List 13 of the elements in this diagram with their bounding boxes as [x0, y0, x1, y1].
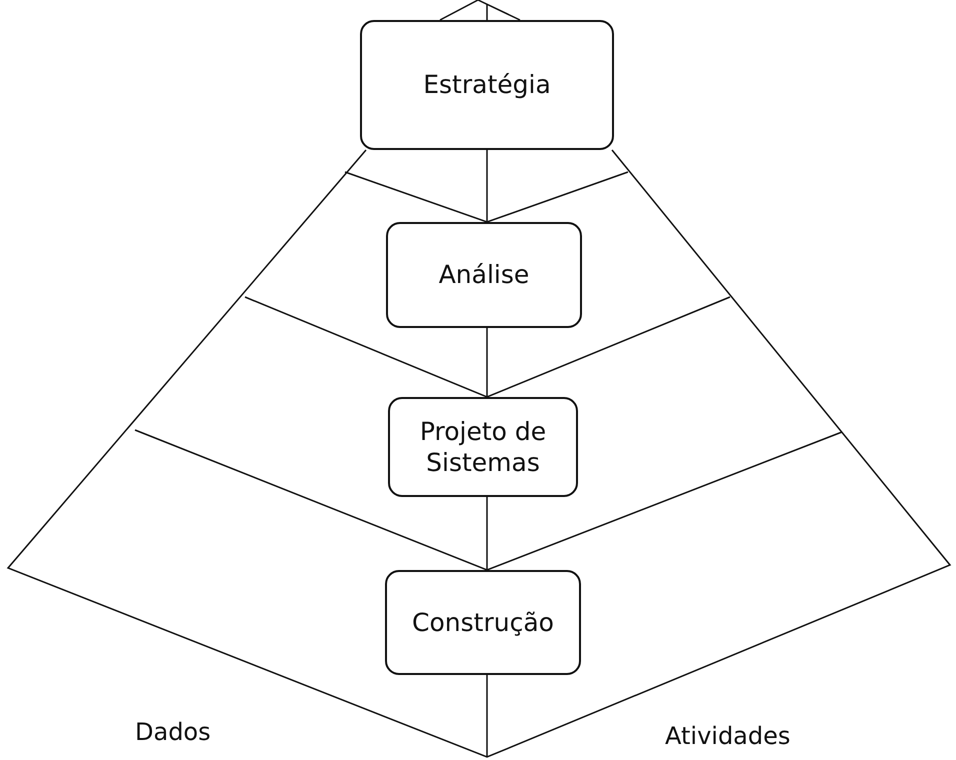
box-label: Projeto de Sistemas — [418, 416, 548, 478]
axis-label: Atividades — [665, 722, 790, 750]
box-label: Construção — [412, 606, 554, 638]
process-box — [360, 20, 614, 150]
box-label: Análise — [438, 259, 530, 291]
connector-line — [486, 497, 488, 570]
process-box — [385, 570, 581, 675]
box-label: Estratégia — [423, 69, 551, 101]
process-box — [388, 397, 578, 497]
connector-line — [486, 328, 488, 397]
connector-line — [486, 150, 488, 222]
process-box — [386, 222, 582, 328]
axis-label: Dados — [135, 718, 211, 746]
